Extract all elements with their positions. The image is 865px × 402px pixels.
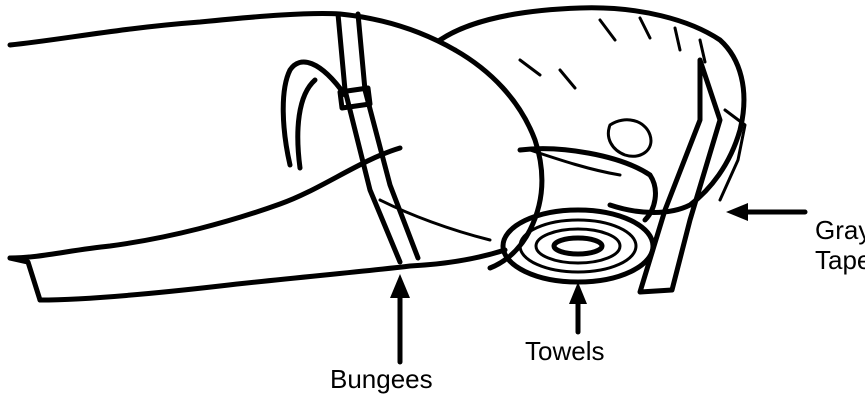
back-outline [10,13,455,50]
bungees-label: Bungees [330,365,433,395]
hair-detail [520,18,705,88]
gray-tape-label-line-1: Gray [815,216,865,246]
bungee-loop [283,62,345,168]
towels-label: Towels [525,337,604,367]
hand-outline [10,258,40,300]
bungee-strap-edge [358,14,418,258]
gray-tape-label-line-2: Tape [815,246,865,276]
arm-upper-outline [10,148,400,258]
towel-roll-ring-2 [536,229,620,263]
bungees-arrow [390,274,410,362]
towels-arrow [569,282,587,332]
ear-detail [608,120,651,157]
arm-lower-outline [40,250,505,300]
gray-tape-label: Gray Tape [815,216,865,276]
towel-roll-core [554,238,602,254]
bungee-strap [338,14,400,262]
gray-tape-arrow [726,203,805,221]
